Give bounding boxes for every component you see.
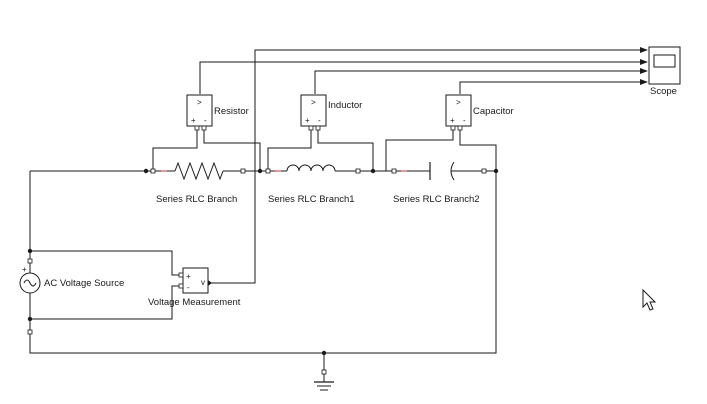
svg-text:+: +	[191, 116, 196, 125]
resistor-label: Resistor	[214, 106, 249, 117]
signal-line-vmeasure-out[interactable]	[211, 140, 256, 284]
svg-text:+: +	[450, 116, 455, 125]
ac-voltage-source[interactable]: + AC Voltage Source	[19, 258, 124, 335]
resistor-meter-icon: >	[197, 98, 202, 107]
signal-line-vmeasure[interactable]	[254, 49, 645, 140]
svg-text:-: -	[463, 116, 466, 125]
svg-text:+: +	[305, 116, 310, 125]
source-plus-sign: +	[22, 265, 27, 274]
series-rlc-branch-capacitor[interactable]: Series RLC Branch2	[391, 161, 487, 205]
scope-input-arrow-2	[640, 59, 648, 65]
svg-text:-: -	[204, 116, 207, 125]
branch-r-label: Series RLC Branch	[156, 194, 237, 205]
ground-block[interactable]	[314, 369, 334, 391]
svg-text:+: +	[186, 272, 191, 281]
inductor-meter-block[interactable]: > + - Inductor	[300, 94, 362, 131]
capacitor-label: Capacitor	[473, 106, 514, 117]
wires	[29, 49, 645, 372]
series-rlc-branch-resistor[interactable]: Series RLC Branch	[150, 161, 246, 205]
sine-wave-icon	[23, 279, 37, 287]
scope-input-arrow-3	[640, 68, 648, 74]
capacitor-meter-block[interactable]: > + - Capacitor	[445, 94, 514, 131]
scope-block[interactable]: Scope	[640, 46, 681, 97]
capacitor-meter-icon: >	[456, 98, 461, 107]
signal-line-resistor[interactable]	[199, 61, 645, 94]
svg-text:-: -	[318, 116, 321, 125]
inductor-label: Inductor	[328, 100, 362, 111]
mouse-cursor-icon	[642, 288, 657, 311]
branch-c-label: Series RLC Branch2	[393, 194, 480, 205]
branch-l-label: Series RLC Branch1	[268, 194, 355, 205]
voltage-measurement-block[interactable]: + - v Voltage Measurement	[148, 267, 241, 308]
signal-line-capacitor[interactable]	[459, 81, 645, 94]
signal-line-inductor[interactable]	[314, 70, 645, 94]
scope-label: Scope	[650, 86, 677, 97]
scope-input-arrow-4	[640, 79, 648, 85]
vmeter-label: Voltage Measurement	[148, 297, 241, 308]
resistor-meter-block[interactable]: > + - Resistor	[186, 94, 249, 131]
series-rlc-branch-inductor[interactable]: Series RLC Branch1	[265, 164, 361, 205]
svg-text:-: -	[187, 283, 190, 292]
inductor-meter-icon: >	[311, 98, 316, 107]
ac-source-label: AC Voltage Source	[44, 278, 124, 289]
scope-input-arrow-1	[640, 47, 648, 53]
vmeter-v-label: v	[201, 278, 205, 287]
vmeter-output-arrow	[208, 280, 212, 286]
